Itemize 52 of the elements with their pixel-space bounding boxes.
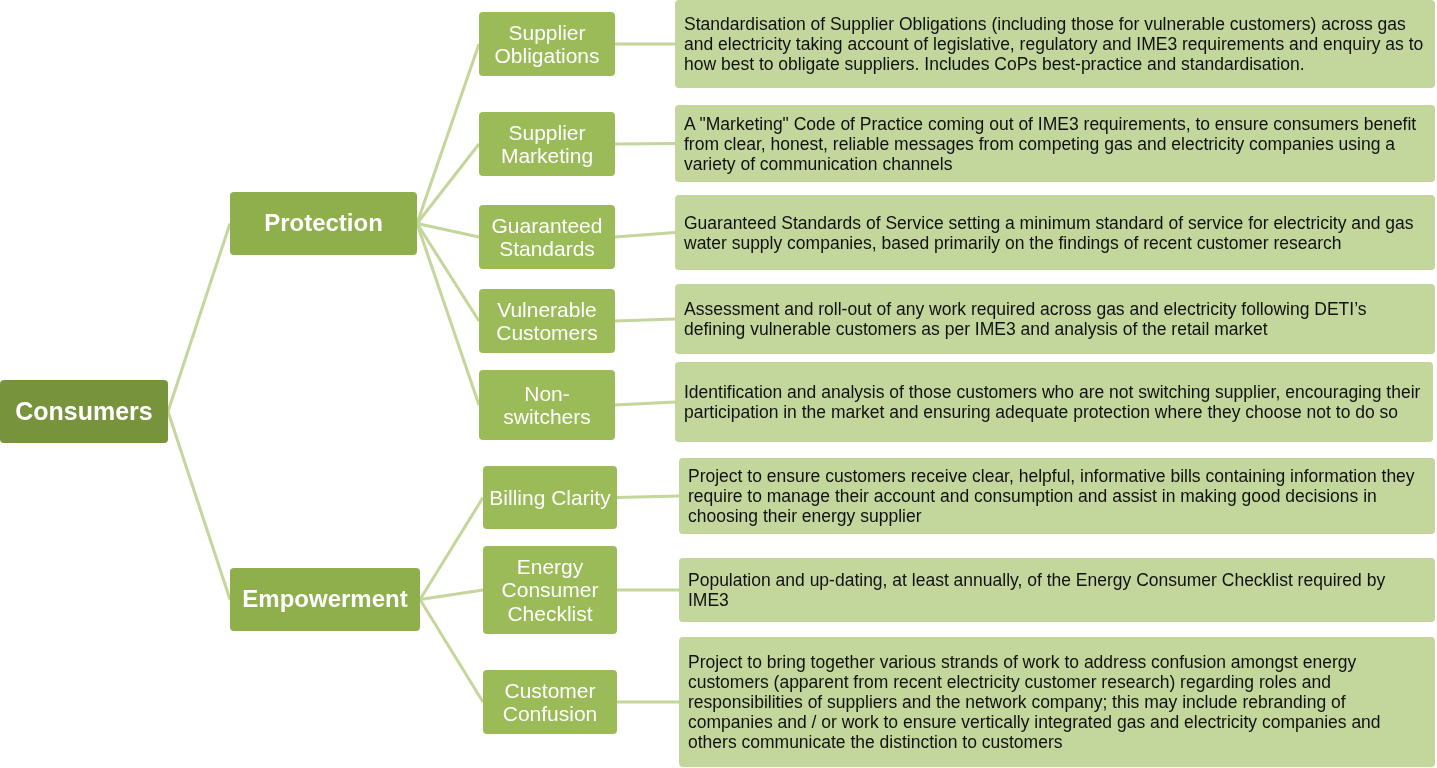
description-box — [675, 0, 1435, 88]
topic-box — [483, 466, 617, 529]
node-label: Guaranteed Standards — [490, 213, 604, 261]
category-box — [230, 192, 417, 255]
root-box — [0, 380, 168, 443]
node-label: Empowerment — [242, 586, 408, 613]
node-label: Vulnerable Customers — [495, 297, 599, 345]
node-label: Guaranteed Standards of Service setting a minimum standard of service for electricity and gas water supply companies, based primarily on the findings of recent customer research — [684, 212, 1415, 253]
connector-line — [614, 400, 676, 407]
connector-line — [616, 494, 680, 499]
connector-line — [615, 142, 675, 146]
topic-box — [479, 112, 615, 176]
node-label: Supplier Marketing — [499, 120, 595, 168]
connector-line — [166, 411, 232, 600]
connector-line — [419, 588, 484, 601]
connector-line — [614, 231, 676, 239]
node-label: Standardisation of Supplier Obligations (including those for vulnerable customers) across gas and electricity taking account of legislative, regulatory and IME3 requirements and enquiry as to how best to obligate suppliers. Includes CoPs best-practice and standardisation. — [684, 14, 1425, 74]
node-label: Population and up-dating, at least annually, of the Energy Consumer Checklist required by IME3 — [688, 570, 1387, 610]
topic-box — [479, 205, 615, 269]
description-box — [679, 458, 1435, 534]
description-box — [679, 637, 1435, 767]
topic-box — [479, 289, 615, 353]
node-label: Protection — [264, 210, 383, 237]
connector-line — [418, 496, 485, 601]
connector-line — [614, 317, 676, 323]
node-label: Identification and analysis of those customers who are not switching supplier, encouraging their participation in the market and ensuring adequate protection where they choose not to do so — [684, 382, 1422, 422]
node-label: Non-switchers — [502, 381, 592, 429]
topic-box — [483, 546, 617, 634]
node-label: Consumers — [15, 397, 153, 426]
node-label: Supplier Obligations — [493, 20, 601, 68]
description-box — [675, 105, 1435, 182]
description-box — [675, 284, 1435, 354]
description-box — [675, 362, 1433, 442]
connector-line — [617, 700, 679, 704]
topic-box — [479, 370, 615, 440]
topic-box — [483, 670, 617, 734]
category-box — [230, 568, 420, 631]
node-label: Energy Consumer Checklist — [500, 555, 600, 625]
node-label: Project to ensure customers receive clear, helpful, informative bills containing information they require to manage their account and consumption and assist in making good decisions in choosing their energy supplier — [688, 466, 1416, 526]
node-label: Project to bring together various strands of work to address confusion amongst energy customers (apparent from recent electricity customer research) regarding roles and responsibilities of suppliers and the network company; this may include rebranding of companies and / or work to ensure vertically integrated gas and electricity companies and others communicate the distinction to customers — [688, 652, 1382, 752]
connector-line — [418, 598, 485, 703]
node-label: Customer Confusion — [501, 678, 599, 726]
description-box — [679, 558, 1435, 622]
connector-line — [166, 223, 232, 412]
connector-line — [617, 588, 679, 592]
connector-line — [416, 222, 480, 239]
topic-box — [479, 12, 615, 76]
node-label: Assessment and roll-out of any work required across gas and electricity following DETI’s defining vulnerable customers as per IME3 and analysis of the retail market — [684, 299, 1368, 339]
node-label: Billing Clarity — [489, 485, 611, 510]
node-label: A "Marketing" Code of Practice coming out of IME3 requirements, to ensure consumers benefit from clear, honest, reliable messages from competing gas and electricity companies using a variety of communication channels — [684, 113, 1418, 174]
description-box — [675, 195, 1435, 270]
connector-line — [615, 42, 675, 46]
